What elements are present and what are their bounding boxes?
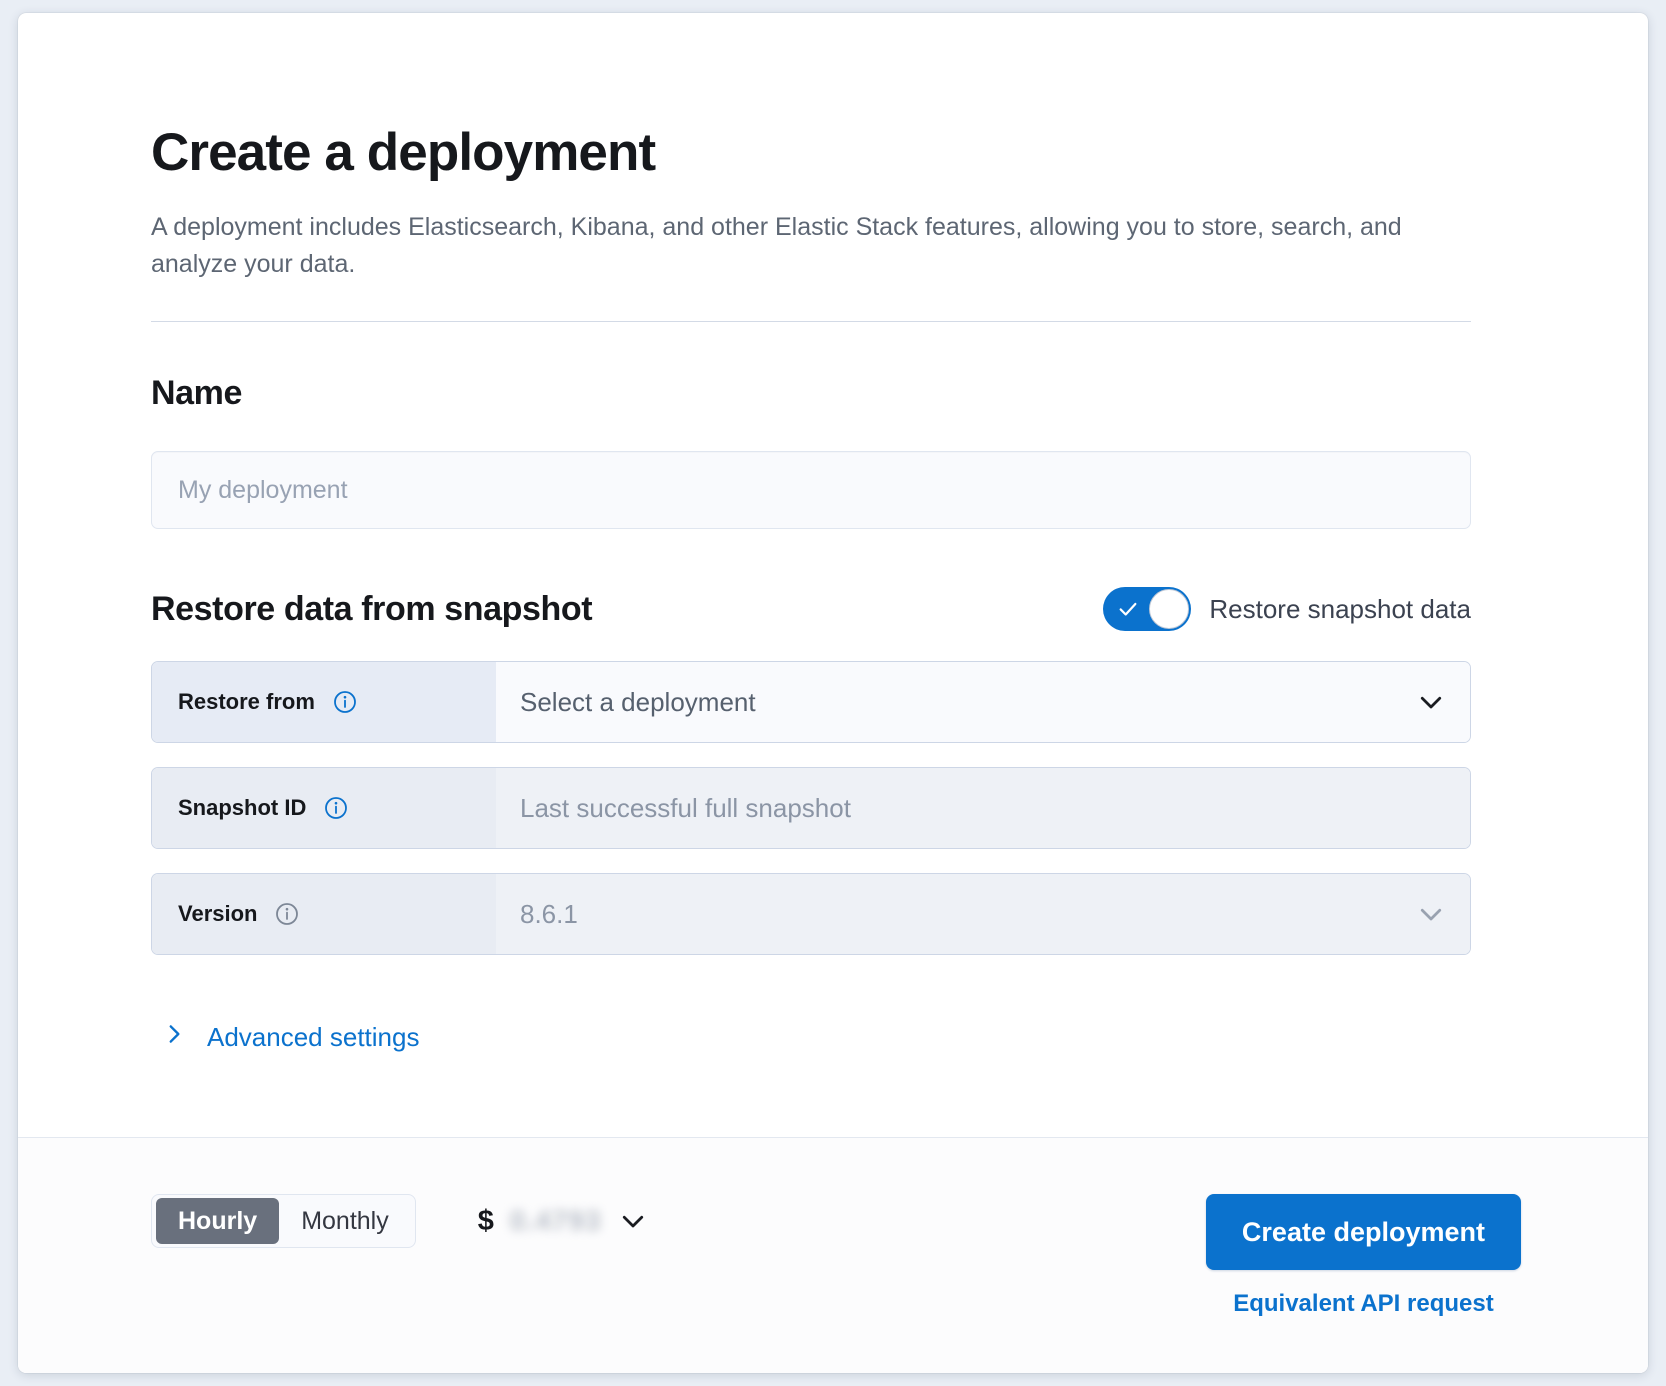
create-deployment-button[interactable]: Create deployment	[1205, 1194, 1521, 1270]
billing-period-toggle[interactable]: Hourly Monthly	[151, 1194, 416, 1248]
version-field[interactable]: 8.6.1	[496, 874, 1470, 955]
chevron-down-icon[interactable]	[618, 1206, 648, 1236]
billing-hourly-button[interactable]: Hourly	[156, 1198, 280, 1244]
price-display[interactable]: $ 0.4793	[478, 1194, 648, 1248]
deployment-name-placeholder: My deployment	[178, 475, 348, 504]
info-icon[interactable]	[275, 902, 299, 926]
restore-from-field[interactable]: Select a deployment	[496, 662, 1470, 743]
restore-from-label-cell: Restore from	[152, 662, 496, 743]
price-amount: 0.4793	[509, 1205, 602, 1236]
version-value: 8.6.1	[520, 898, 578, 929]
snapshot-id-label-cell: Snapshot ID	[152, 768, 496, 849]
page-title: Create a deployment	[151, 123, 656, 182]
name-section-title: Name	[151, 374, 243, 413]
restore-from-label: Restore from	[178, 689, 315, 715]
restore-from-row[interactable]: Restore from Select a deployment	[151, 661, 1471, 744]
restore-snapshot-toggle-group[interactable]: Restore snapshot data	[1103, 587, 1471, 632]
header-divider	[151, 321, 1471, 323]
price-currency: $	[477, 1204, 494, 1237]
toggle-knob	[1149, 589, 1190, 630]
card-body: Create a deployment A deployment include…	[18, 13, 1648, 1137]
restore-section-header: Restore data from snapshot Restore snaps…	[151, 587, 1471, 632]
version-label: Version	[178, 901, 258, 927]
footer-actions: Create deployment Equivalent API request	[1205, 1194, 1523, 1318]
check-icon	[1119, 603, 1137, 616]
snapshot-id-field[interactable]: Last successful full snapshot	[496, 768, 1470, 849]
billing-monthly-button[interactable]: Monthly	[279, 1198, 411, 1244]
info-icon[interactable]	[333, 690, 357, 714]
restore-form-rows: Restore from Select a deployment	[151, 661, 1523, 956]
info-icon[interactable]	[324, 796, 348, 820]
card-footer: Hourly Monthly $ 0.4793 Create deploymen…	[18, 1137, 1648, 1373]
restore-from-value: Select a deployment	[520, 686, 756, 717]
snapshot-id-row[interactable]: Snapshot ID Last successful full snapsh	[151, 767, 1471, 850]
snapshot-id-value: Last successful full snapshot	[520, 792, 851, 823]
chevron-right-icon	[161, 1021, 187, 1054]
equivalent-api-request-link[interactable]: Equivalent API request	[1233, 1290, 1494, 1317]
restore-snapshot-toggle-label: Restore snapshot data	[1209, 593, 1471, 624]
chevron-down-icon[interactable]	[1416, 687, 1446, 717]
name-section: Name My deployment	[151, 374, 1523, 530]
create-deployment-card: Create a deployment A deployment include…	[18, 13, 1648, 1373]
deployment-name-input[interactable]: My deployment	[151, 451, 1471, 530]
version-row[interactable]: Version 8.6.1	[151, 873, 1471, 956]
advanced-settings-label: Advanced settings	[207, 1022, 420, 1053]
advanced-settings-toggle[interactable]: Advanced settings	[151, 1021, 419, 1054]
version-label-cell: Version	[152, 874, 496, 955]
chevron-down-icon[interactable]	[1416, 899, 1446, 929]
page-subtitle: A deployment includes Elasticsearch, Kib…	[151, 213, 1402, 279]
snapshot-id-label: Snapshot ID	[178, 795, 307, 821]
restore-snapshot-toggle[interactable]	[1103, 587, 1192, 632]
restore-section-title: Restore data from snapshot	[151, 589, 593, 628]
